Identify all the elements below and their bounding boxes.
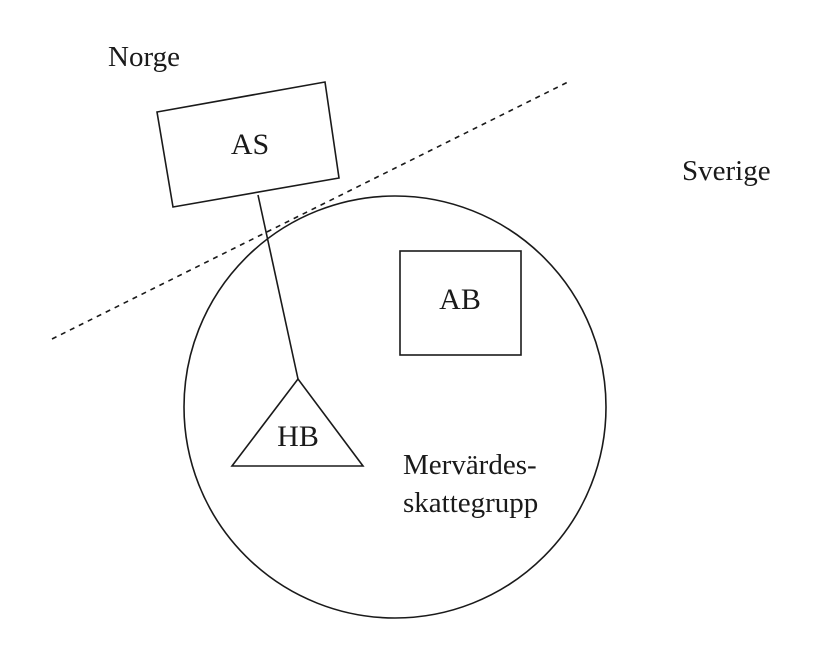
- hb-triangle: [230, 377, 365, 467]
- ownership-connector-line: [257, 194, 299, 380]
- vat-group-label-line1: Mervärdes-: [403, 449, 537, 481]
- ab-box: [399, 250, 522, 356]
- vat-group-circle: [183, 195, 607, 619]
- vat-group-label-line2: skattegrupp: [403, 487, 538, 519]
- as-box: [156, 81, 340, 208]
- ab-label: AB: [439, 283, 481, 316]
- hb-label: HB: [277, 420, 319, 453]
- sweden-label: Sverige: [682, 155, 771, 187]
- country-border-line: [51, 80, 571, 340]
- as-label: AS: [231, 128, 269, 161]
- norway-label: Norge: [108, 41, 180, 73]
